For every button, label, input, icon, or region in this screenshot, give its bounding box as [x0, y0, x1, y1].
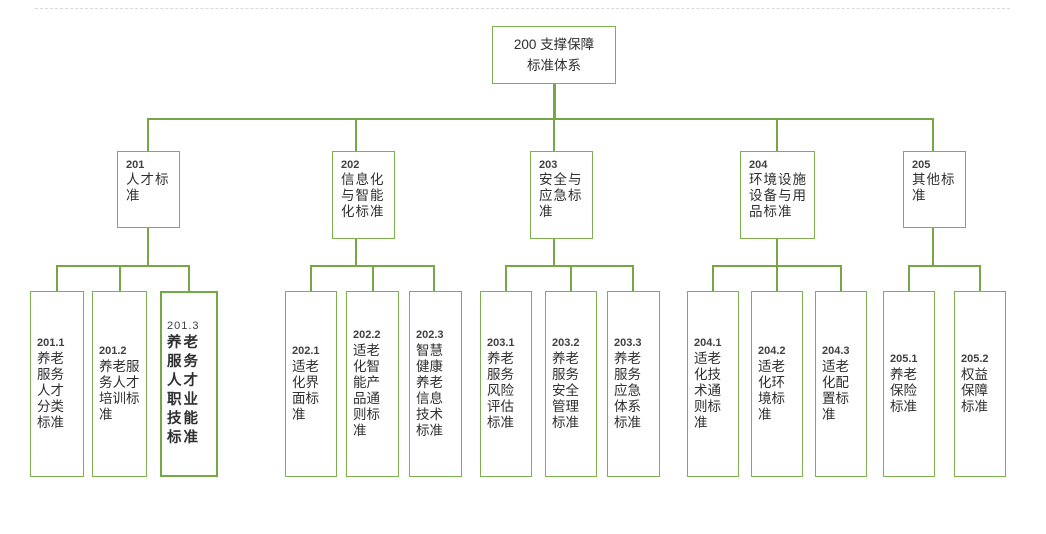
leaf-node-202-2[interactable]: 202.2 适老化智能产品通则标准: [346, 291, 399, 477]
branch-203-label: 安全与应急标准: [539, 172, 583, 219]
connector-204-stem: [776, 239, 778, 266]
connector-drop-201: [147, 118, 149, 151]
leaf-node-204-2[interactable]: 204.2 适老化环境标准: [751, 291, 803, 477]
leaf-203-3-label: 养老服务应急体系标准: [614, 351, 641, 430]
connector-202-2: [372, 265, 374, 291]
connector-201-bus: [56, 265, 189, 267]
leaf-node-204-3[interactable]: 204.3 适老化配置标准: [815, 291, 867, 477]
connector-204-2: [776, 265, 778, 291]
root-node-line1: 200 支撑保障: [513, 37, 595, 52]
branch-205-number: 205: [912, 159, 931, 171]
leaf-node-202-3[interactable]: 202.3 智慧健康养老信息技术标准: [409, 291, 462, 477]
connector-205-stem: [932, 228, 934, 266]
connector-201-3: [188, 265, 190, 291]
connector-203-3: [632, 265, 634, 291]
branch-202-label: 信息化与智能化标准: [341, 172, 385, 219]
connector-202-3: [433, 265, 435, 291]
branch-node-203[interactable]: 203 安全与应急标准: [530, 151, 593, 239]
leaf-203-1-label: 养老服务风险评估标准: [487, 351, 514, 430]
leaf-204-2-label: 适老化环境标准: [758, 359, 785, 422]
connector-203-stem: [553, 239, 555, 266]
leaf-204-2-number: 204.2: [758, 345, 786, 357]
connector-drop-203: [553, 118, 555, 151]
connector-202-1: [310, 265, 312, 291]
leaf-205-2-number: 205.2: [961, 353, 989, 365]
leaf-node-201-3[interactable]: 201.3 养老服务人才职业技能标准: [160, 291, 218, 477]
connector-204-3: [840, 265, 842, 291]
leaf-node-204-1[interactable]: 204.1 适老化技术通则标准: [687, 291, 739, 477]
connector-204-1: [712, 265, 714, 291]
leaf-203-1-number: 203.1: [487, 337, 515, 349]
connector-drop-204: [776, 118, 778, 151]
connector-201-stem: [147, 228, 149, 266]
connector-203-2: [570, 265, 572, 291]
connector-main-bus: [147, 118, 933, 120]
branch-205-label: 其他标准: [912, 172, 956, 203]
branch-201-label: 人才标准: [126, 172, 170, 203]
leaf-node-203-3[interactable]: 203.3 养老服务应急体系标准: [607, 291, 660, 477]
leaf-204-1-number: 204.1: [694, 337, 722, 349]
leaf-204-3-label: 适老化配置标准: [822, 359, 849, 422]
connector-205-1: [908, 265, 910, 291]
top-divider-rule: [35, 8, 1010, 9]
leaf-node-203-1[interactable]: 203.1 养老服务风险评估标准: [480, 291, 532, 477]
connector-203-bus: [505, 265, 634, 267]
branch-node-202[interactable]: 202 信息化与智能化标准: [332, 151, 395, 239]
branch-204-label: 环境设施设备与用品标准: [749, 172, 807, 219]
branch-201-number: 201: [126, 159, 145, 171]
leaf-203-3-number: 203.3: [614, 337, 642, 349]
connector-root-stem: [553, 84, 556, 119]
leaf-node-202-1[interactable]: 202.1 适老化界面标准: [285, 291, 337, 477]
connector-drop-202: [355, 118, 357, 151]
leaf-204-1-label: 适老化技术通则标准: [694, 351, 721, 430]
leaf-201-3-number: 201.3: [167, 320, 200, 332]
branch-node-201[interactable]: 201 人才标准: [117, 151, 180, 228]
branch-node-205[interactable]: 205 其他标准: [903, 151, 966, 228]
leaf-202-2-number: 202.2: [353, 329, 381, 341]
connector-drop-205: [932, 118, 934, 151]
leaf-201-2-number: 201.2: [99, 345, 127, 357]
connector-205-2: [979, 265, 981, 291]
leaf-205-1-label: 养老保险标准: [890, 367, 917, 414]
branch-203-number: 203: [539, 159, 558, 171]
leaf-node-201-1[interactable]: 201.1 养老服务人才分类标准: [30, 291, 84, 477]
leaf-203-2-number: 203.2: [552, 337, 580, 349]
leaf-node-203-2[interactable]: 203.2 养老服务安全管理标准: [545, 291, 597, 477]
connector-201-1: [56, 265, 58, 291]
branch-node-204[interactable]: 204 环境设施设备与用品标准: [740, 151, 815, 239]
connector-205-bus: [908, 265, 981, 267]
leaf-203-2-label: 养老服务安全管理标准: [552, 351, 579, 430]
leaf-202-3-number: 202.3: [416, 329, 444, 341]
leaf-201-1-number: 201.1: [37, 337, 65, 349]
branch-204-number: 204: [749, 159, 768, 171]
connector-201-2: [119, 265, 121, 291]
root-node-200[interactable]: 200 支撑保障 标准体系: [492, 26, 616, 84]
leaf-202-2-label: 适老化智能产品通则标准: [353, 343, 380, 438]
leaf-202-1-number: 202.1: [292, 345, 320, 357]
connector-202-stem: [355, 239, 357, 266]
root-node-line2: 标准体系: [527, 58, 581, 73]
leaf-205-2-label: 权益保障标准: [961, 367, 988, 414]
connector-203-1: [505, 265, 507, 291]
leaf-201-3-label: 养老服务人才职业技能标准: [167, 335, 200, 446]
leaf-205-1-number: 205.1: [890, 353, 918, 365]
leaf-202-3-label: 智慧健康养老信息技术标准: [416, 343, 443, 438]
leaf-201-2-label: 养老服务人才培训标准: [99, 359, 140, 422]
leaf-node-205-2[interactable]: 205.2 权益保障标准: [954, 291, 1006, 477]
leaf-202-1-label: 适老化界面标准: [292, 359, 319, 422]
leaf-201-1-label: 养老服务人才分类标准: [37, 351, 64, 430]
branch-202-number: 202: [341, 159, 360, 171]
leaf-node-205-1[interactable]: 205.1 养老保险标准: [883, 291, 935, 477]
leaf-204-3-number: 204.3: [822, 345, 850, 357]
leaf-node-201-2[interactable]: 201.2 养老服务人才培训标准: [92, 291, 147, 477]
